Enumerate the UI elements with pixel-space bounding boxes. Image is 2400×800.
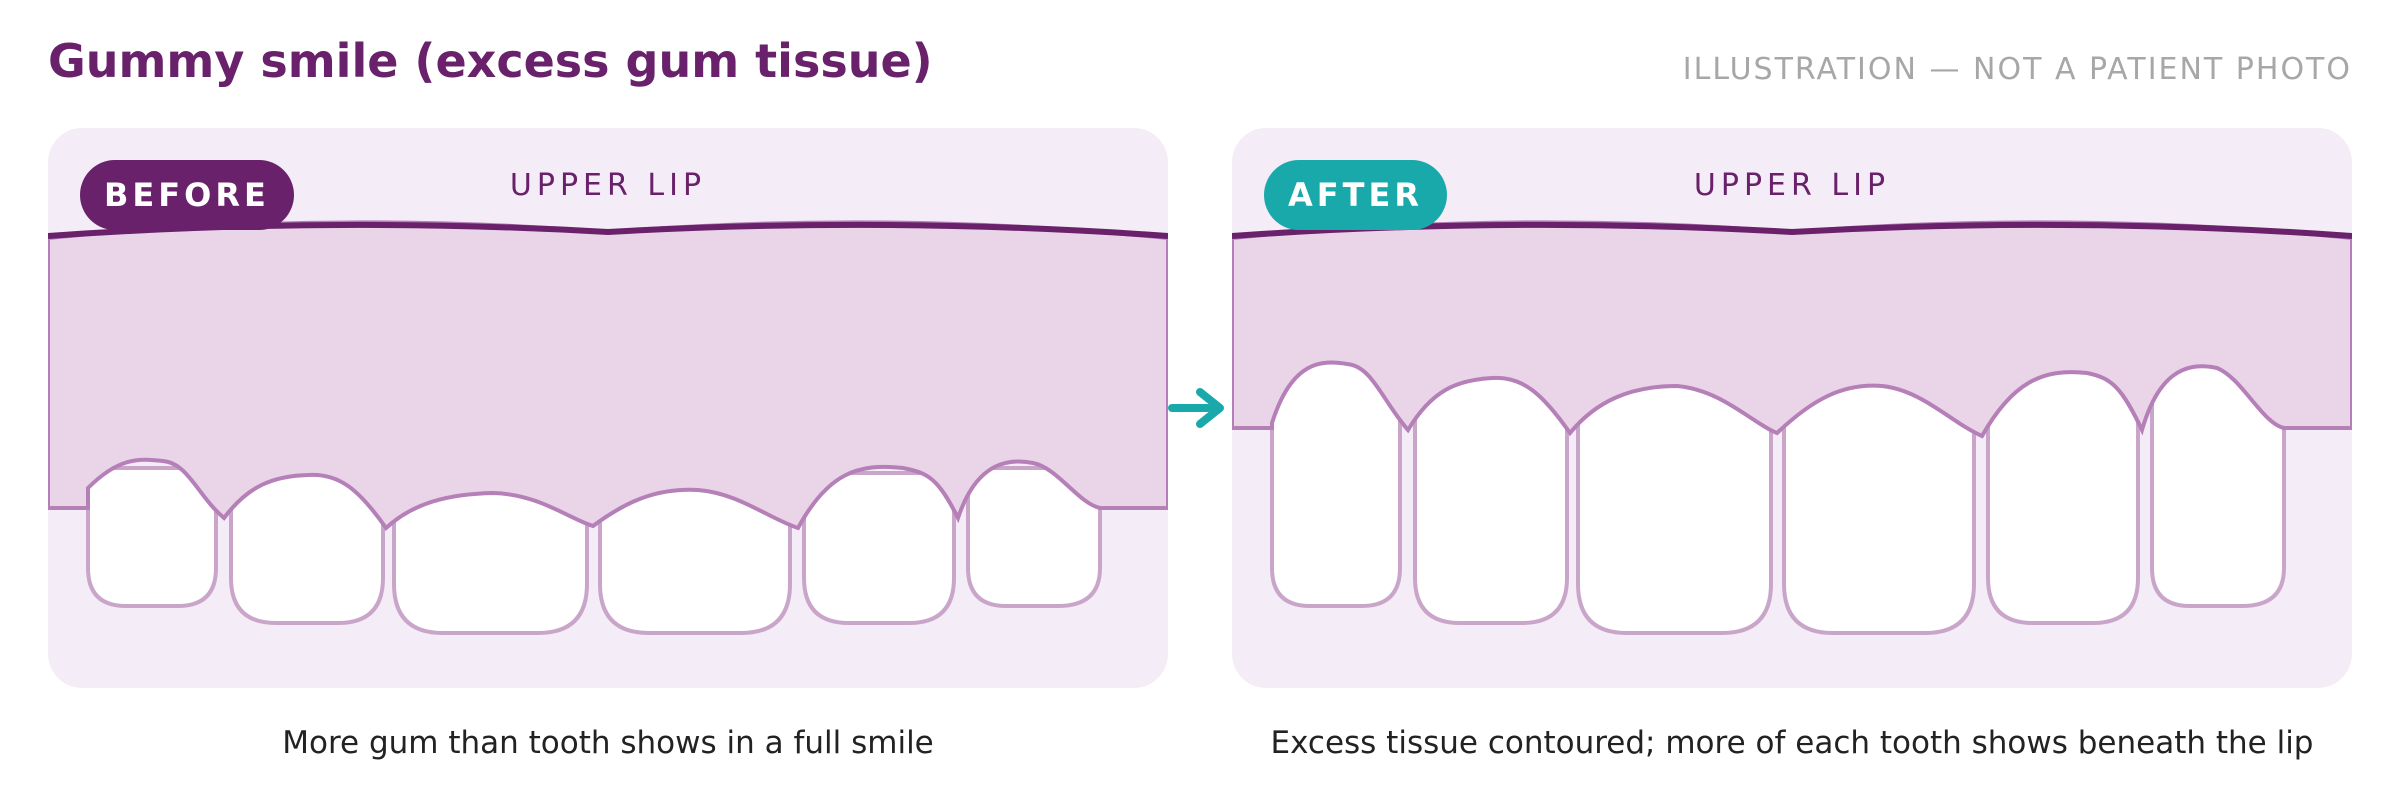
tooth [802,471,956,625]
tooth [1270,356,1402,608]
tooth [1413,361,1569,625]
page-title: Gummy smile (excess gum tissue) [48,34,933,88]
tooth [229,471,385,625]
tooth [1986,361,2140,625]
tooth [392,476,589,635]
after-badge: AFTER [1264,160,1447,230]
arrow-right-icon [1168,388,1224,428]
before-teeth [86,466,1102,635]
tooth [966,466,1102,608]
tooth [86,466,218,608]
before-panel: BEFORE UPPER LIP [48,128,1168,688]
after-upper-lip-label: UPPER LIP [1693,168,1891,203]
tooth [1576,366,1773,635]
before-upper-lip-label: UPPER LIP [509,168,707,203]
tooth [1782,366,1976,635]
before-caption: More gum than tooth shows in a full smil… [282,725,934,761]
tooth [2150,356,2286,608]
after-panel: AFTER UPPER LIP [1232,128,2352,688]
illustration-disclaimer: ILLUSTRATION — NOT A PATIENT PHOTO [1682,52,2352,87]
tooth [598,476,792,635]
before-badge: BEFORE [80,160,294,230]
before-illustration [48,220,1168,635]
after-teeth [1270,356,2286,635]
after-caption: Excess tissue contoured; more of each to… [1270,725,2314,761]
